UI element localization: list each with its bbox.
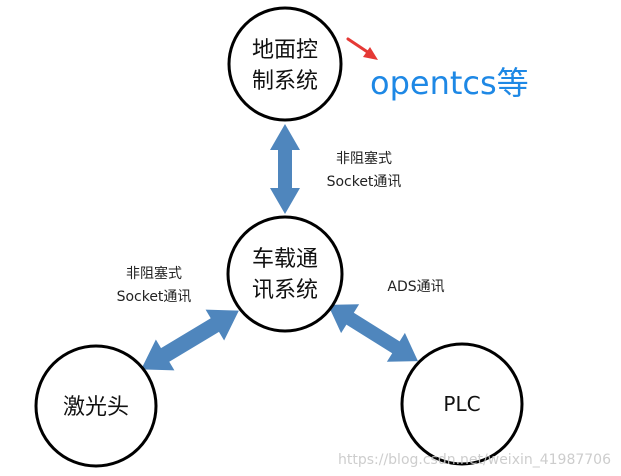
edge-vehicle-laser-label-1: 非阻塞式	[126, 265, 182, 282]
arrow-vehicle-plc	[328, 304, 418, 362]
arrow-vehicle-laser	[141, 309, 239, 371]
node-vehicle-comm-label-2: 讯系统	[252, 278, 318, 303]
red-pointer-icon	[346, 37, 378, 60]
arrow-ground-vehicle	[270, 124, 300, 214]
node-vehicle-comm: 车载通 讯系统	[226, 215, 344, 333]
node-plc: PLC	[400, 342, 524, 466]
node-laser-label: 激光头	[63, 395, 129, 420]
edge-vehicle-plc-label: ADS通讯	[387, 279, 444, 295]
node-ground-control: 地面控 制系统	[227, 6, 343, 122]
node-plc-label: PLC	[443, 392, 480, 416]
edge-ground-vehicle-label-1: 非阻塞式	[336, 150, 392, 167]
opentcs-annotation: opentcs等	[370, 64, 529, 102]
node-laser: 激光头	[34, 344, 158, 468]
node-vehicle-comm-label-1: 车载通	[252, 247, 318, 272]
node-ground-control-label-2: 制系统	[252, 69, 318, 94]
edge-ground-vehicle-label-2: Socket通讯	[327, 174, 402, 190]
node-ground-control-label-1: 地面控	[252, 38, 318, 63]
edge-vehicle-laser-label-2: Socket通讯	[117, 289, 192, 305]
watermark: https://blog.csdn.net/weixin_41987706	[337, 452, 611, 468]
